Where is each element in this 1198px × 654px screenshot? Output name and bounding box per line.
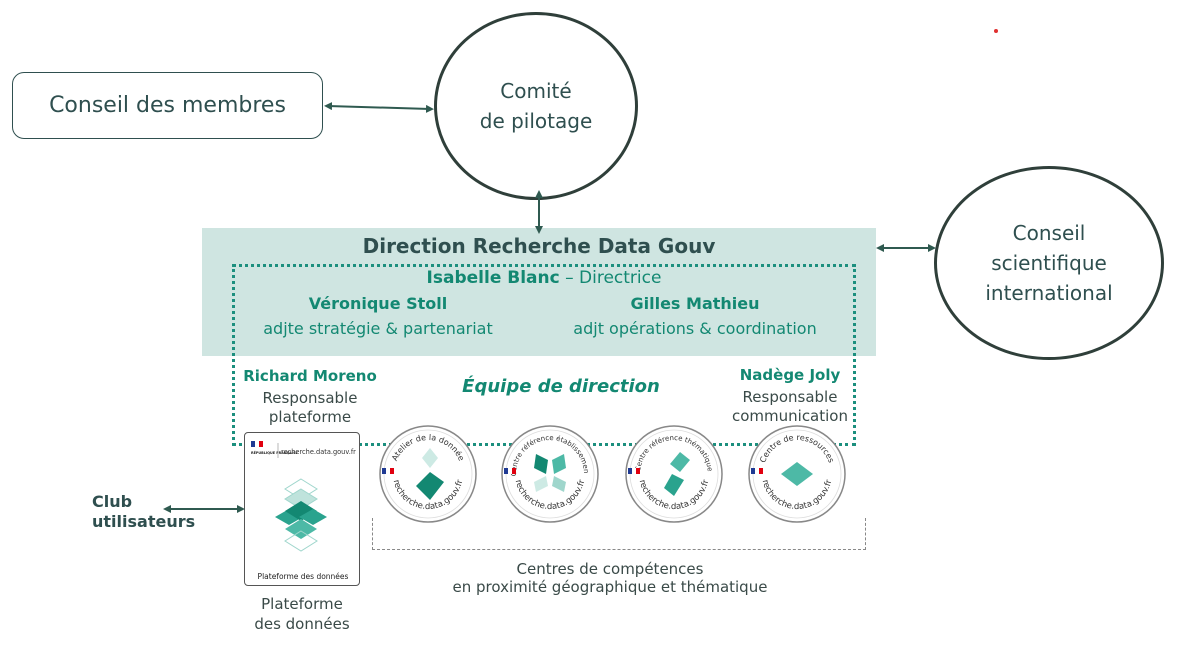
stoll-role: adjte stratégie & partenariat [263,319,493,338]
ressources-diamond-icon [781,462,813,486]
badge-thematique: Centre référence thématique recherche.da… [625,425,723,523]
comite-line1: Comité [500,79,572,103]
directrice-name: Isabelle Blanc [426,268,560,288]
badge-ressources: Centre de ressources recherche.data.gouv… [748,425,846,523]
badge-etablissement: Centre référence établissement recherche… [501,425,599,523]
republique-text: RÉPUBLIQUE FRANÇAISE [251,450,299,455]
joly-name: Nadège Joly [739,366,841,384]
badge-atelier: Atelier de la donnée recherche.data.gouv… [379,425,477,523]
flag-icon [504,468,516,474]
centres-bracket [372,518,866,550]
joly-role-line1: Responsable [742,388,838,406]
etablissement-quad-icon [534,454,566,492]
centres-line2: en proximité géographique et thématique [452,578,768,596]
plateforme-caption-line1: Plateforme [261,595,343,613]
mathieu-name: Gilles Mathieu [630,294,760,313]
club-line1: Club [92,492,133,511]
plateforme-caption: Plateforme des données [232,594,372,634]
flag-icon [628,468,640,474]
moreno-name: Richard Moreno [243,367,377,385]
flag-icon [382,468,394,474]
card-site-text: recherche.data.gouv.fr [281,448,356,456]
direction-band [202,228,876,356]
mathieu-role: adjt opérations & coordination [573,319,817,338]
club-utilisateurs-label: Club utilisateurs [92,492,212,532]
arrow-conseil-comite [324,102,434,113]
conseil-des-membres-box: Conseil des membres [12,72,323,139]
conseil-des-membres-label: Conseil des membres [49,93,286,118]
centres-caption: Centres de compétences en proximité géog… [380,560,840,596]
directrice-line: Isabelle Blanc – Directrice [232,268,856,288]
club-line2: utilisateurs [92,512,196,531]
moreno-role-line2: plateforme [268,408,352,426]
plateforme-card-art: RÉPUBLIQUE FRANÇAISE recherche.data.gouv… [251,441,356,581]
joly-role: Responsable communication [700,388,880,426]
moreno-role: Responsable plateforme [232,389,388,427]
thematique-shape-icon [664,452,690,496]
card-footer-text: Plateforme des données [258,572,349,581]
comite-line2: de pilotage [479,109,593,133]
conseil-sci-line2: scientifique [991,251,1107,275]
red-dot-mark [994,29,998,33]
centres-line1: Centres de compétences [516,560,704,578]
conseil-sci-line3: international [985,281,1113,305]
stacked-layers-icon [275,478,327,552]
equipe-label: Équipe de direction [462,376,660,397]
direction-title: Direction Recherche Data Gouv [362,234,716,258]
conseil-scientifique-circle: Conseil scientifique international [934,166,1164,360]
conseil-sci-line1: Conseil [1012,221,1086,245]
flag-icon [251,441,263,447]
stoll-name: Véronique Stoll [308,294,448,313]
plateforme-card: RÉPUBLIQUE FRANÇAISE recherche.data.gouv… [244,432,360,586]
flag-icon [751,468,763,474]
atelier-diamond-icon [416,448,444,500]
directrice-role: – Directrice [559,268,662,288]
joly-role-line2: communication [731,407,848,425]
moreno-role-line1: Responsable [262,389,358,407]
plateforme-caption-line2: des données [254,615,350,633]
